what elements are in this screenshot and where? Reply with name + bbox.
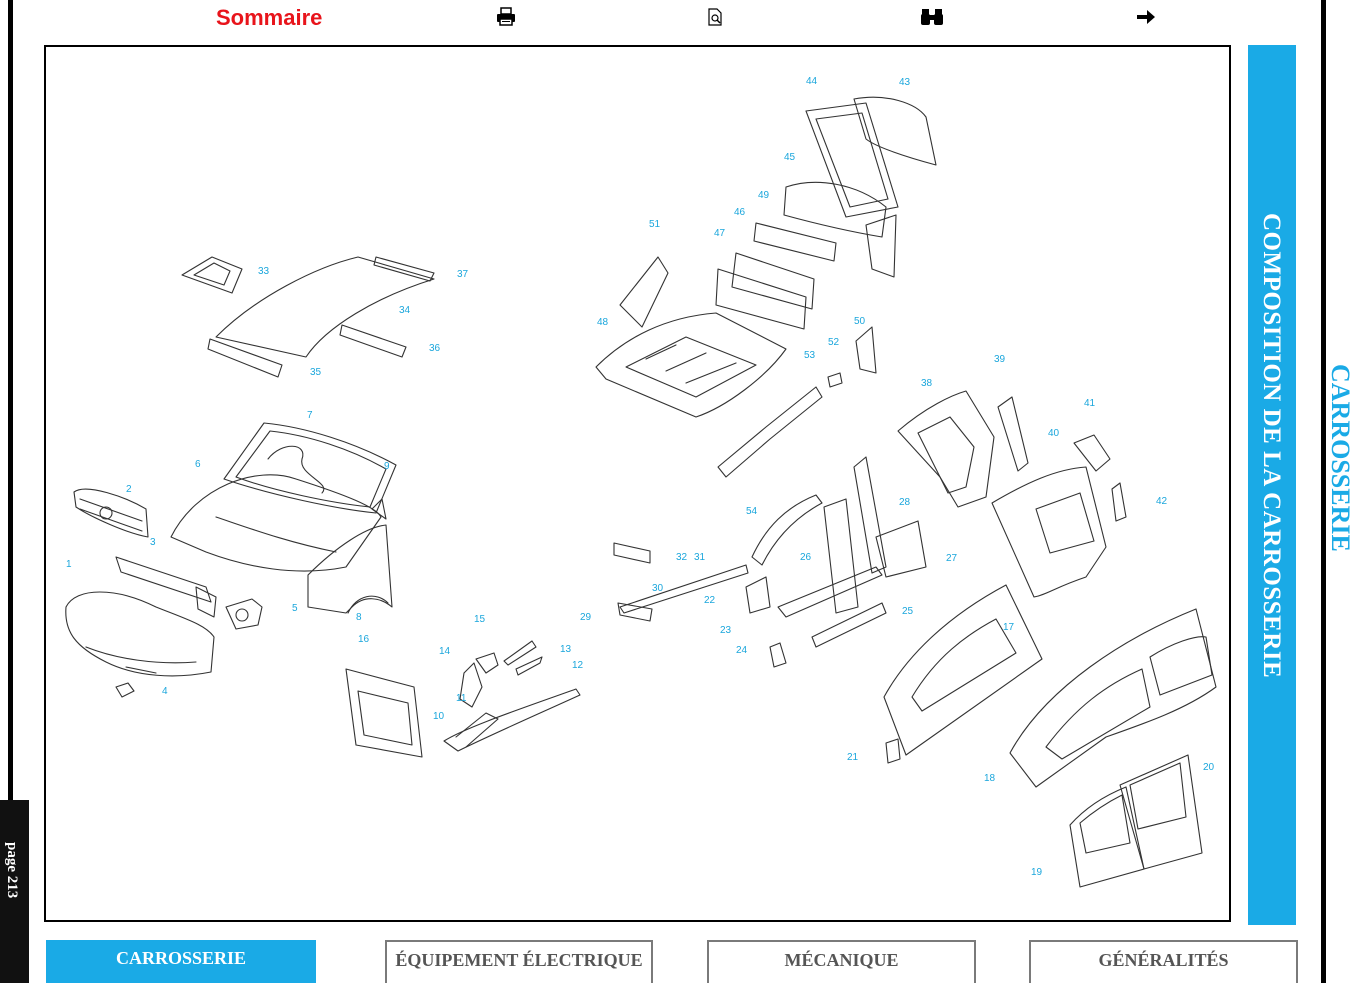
left-edge-bar [8,0,13,800]
section-title: COMPOSITION DE LA CARROSSERIE [1258,213,1285,679]
callout-16: 16 [358,634,370,645]
callout-45: 45 [784,152,796,163]
callout-10: 10 [433,711,445,722]
callout-28: 28 [899,497,911,508]
callout-2: 2 [126,484,132,495]
nav-button-generalites[interactable]: GÉNÉRALITÉS [1029,940,1298,983]
page-search-icon[interactable] [707,7,725,32]
callout-22: 22 [704,595,716,606]
callout-30: 30 [652,583,664,594]
callout-32: 32 [676,552,688,563]
callout-53: 53 [804,350,816,361]
callout-27: 27 [946,553,958,564]
callout-43: 43 [899,77,911,88]
callout-5: 5 [292,603,298,614]
callout-42: 42 [1156,496,1168,507]
exploded-view-drawing [65,96,1217,888]
callout-29: 29 [580,612,592,623]
nav-button-label: MÉCANIQUE [784,950,899,970]
sommaire-link[interactable]: Sommaire [216,5,323,30]
callout-51: 51 [649,219,661,230]
callout-24: 24 [736,645,748,656]
callout-7: 7 [307,410,313,421]
nav-button-label: GÉNÉRALITÉS [1098,950,1229,970]
printer-icon[interactable] [496,7,516,32]
callout-49: 49 [758,190,770,201]
callout-19: 19 [1031,867,1043,878]
nav-button-carrosserie[interactable]: CARROSSERIE [46,940,316,983]
callout-52: 52 [828,337,840,348]
right-edge-bar [1321,0,1326,983]
callout-26: 26 [800,552,812,563]
callout-50: 50 [854,316,866,327]
callout-39: 39 [994,354,1006,365]
callout-18: 18 [984,773,996,784]
nav-button-equipement-electrique[interactable]: ÉQUIPEMENT ÉLECTRIQUE [385,940,653,983]
callout-3: 3 [150,537,156,548]
callout-31: 31 [694,552,706,563]
callout-14: 14 [439,646,451,657]
nav-button-label: ÉQUIPEMENT ÉLECTRIQUE [395,950,643,970]
callout-54: 54 [746,506,758,517]
callout-11: 11 [456,693,467,704]
callout-1: 1 [66,559,72,570]
callout-47: 47 [714,228,726,239]
chapter-label: CARROSSERIE [1326,364,1355,552]
arrow-right-icon[interactable] [1135,7,1157,32]
callout-35: 35 [310,367,322,378]
callout-40: 40 [1048,428,1060,439]
callout-38: 38 [921,378,933,389]
callout-37: 37 [457,269,469,280]
callout-44: 44 [806,76,818,87]
callout-20: 20 [1203,762,1215,773]
toolbar: Sommaire [0,0,1320,38]
callout-41: 41 [1084,398,1096,409]
callout-23: 23 [720,625,732,636]
callout-9: 9 [384,461,390,472]
callout-25: 25 [902,606,914,617]
callout-17: 17 [1003,622,1015,633]
callout-8: 8 [356,612,362,623]
nav-button-mecanique[interactable]: MÉCANIQUE [707,940,976,983]
page-number: page 213 [4,842,20,899]
callout-34: 34 [399,305,411,316]
callout-21: 21 [847,752,859,763]
nav-button-label: CARROSSERIE [115,948,247,968]
callout-13: 13 [560,644,572,655]
callout-4: 4 [162,686,168,697]
callout-15: 15 [474,614,486,625]
callout-6: 6 [195,459,201,470]
callout-46: 46 [734,207,746,218]
callout-33: 33 [258,266,270,277]
callout-48: 48 [597,317,609,328]
callout-36: 36 [429,343,441,354]
page-number-tab: page 213 [0,800,29,983]
body-parts-diagram: 1 2 3 4 5 6 7 8 9 10 11 12 13 14 15 16 1… [44,45,1231,922]
binoculars-icon[interactable] [920,7,944,32]
callout-12: 12 [572,660,584,671]
section-title-band: COMPOSITION DE LA CARROSSERIE [1248,45,1296,925]
